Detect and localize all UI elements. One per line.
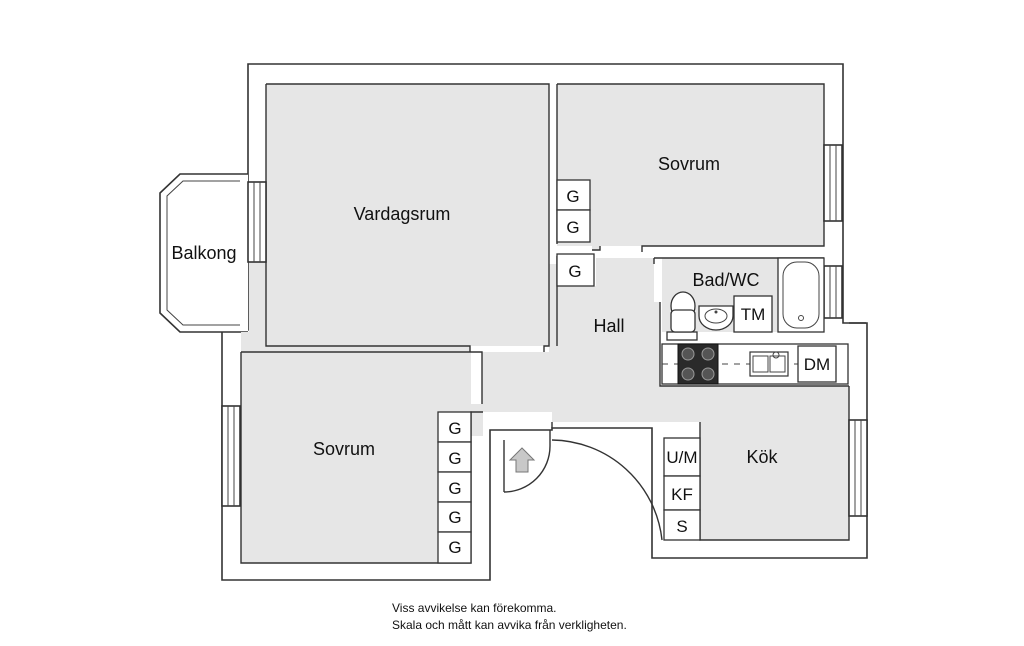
- closet-label: G: [566, 187, 579, 206]
- toilet: [666, 291, 698, 341]
- kitchen-tall-units: U/M KF S: [663, 437, 701, 541]
- closet-label: G: [448, 449, 461, 468]
- bedroom-bottom-floor: [241, 352, 471, 563]
- entrance-door[interactable]: [503, 430, 663, 541]
- fridge-freezer-label: KF: [671, 485, 693, 504]
- towel-dryer: [733, 295, 773, 333]
- dishwasher-label: DM: [804, 355, 830, 374]
- kitchen-sink: [749, 351, 789, 377]
- pantry-label: S: [676, 517, 687, 536]
- kitchen-floor: [700, 386, 849, 540]
- balcony-outline: [159, 173, 248, 333]
- disclaimer: Viss avvikelse kan förekomma. Skala och …: [392, 600, 627, 634]
- closet-label: G: [448, 479, 461, 498]
- dishwasher: [797, 345, 837, 383]
- pantry-unit: [663, 509, 701, 541]
- closet: [556, 253, 595, 287]
- room-label-sovrum-bottom: Sovrum: [313, 439, 375, 459]
- room-label-kok: Kök: [746, 447, 778, 467]
- closet-label: G: [448, 419, 461, 438]
- disclaimer-line-2: Skala och mått kan avvika från verklighe…: [392, 618, 627, 632]
- closet-label: G: [568, 262, 581, 281]
- balcony-inner: [166, 180, 240, 326]
- disclaimer-line-1: Viss avvikelse kan förekomma.: [392, 601, 557, 615]
- closet-label: G: [448, 508, 461, 527]
- sink: [698, 305, 734, 331]
- room-label-vardagsrum: Vardagsrum: [354, 204, 451, 224]
- room-label-bad-wc: Bad/WC: [692, 270, 759, 290]
- microwave-oven-label: U/M: [666, 448, 697, 467]
- closet-label: G: [566, 218, 579, 237]
- closets-bedroom-top[interactable]: G G G: [556, 179, 595, 287]
- closet: [437, 411, 472, 443]
- hall-floor: [241, 254, 849, 540]
- closet: [437, 531, 472, 564]
- room-label-hall: Hall: [593, 316, 624, 336]
- closet: [437, 501, 472, 533]
- living-room-floor: [266, 84, 549, 346]
- closet-label: G: [448, 538, 461, 557]
- towel-dryer-label: TM: [741, 305, 766, 324]
- bedroom-top-floor: [557, 84, 824, 250]
- room-label-balkong: Balkong: [171, 243, 236, 263]
- closets-bedroom-bottom[interactable]: G G G G G: [437, 411, 472, 564]
- closet: [556, 209, 591, 243]
- microwave-oven-unit: [663, 437, 701, 477]
- windows: [221, 144, 868, 517]
- room-label-sovrum-top: Sovrum: [658, 154, 720, 174]
- stove: [677, 343, 719, 385]
- entrance-arrow-icon: [508, 447, 536, 473]
- bathtub: [777, 257, 825, 333]
- closet: [437, 471, 472, 503]
